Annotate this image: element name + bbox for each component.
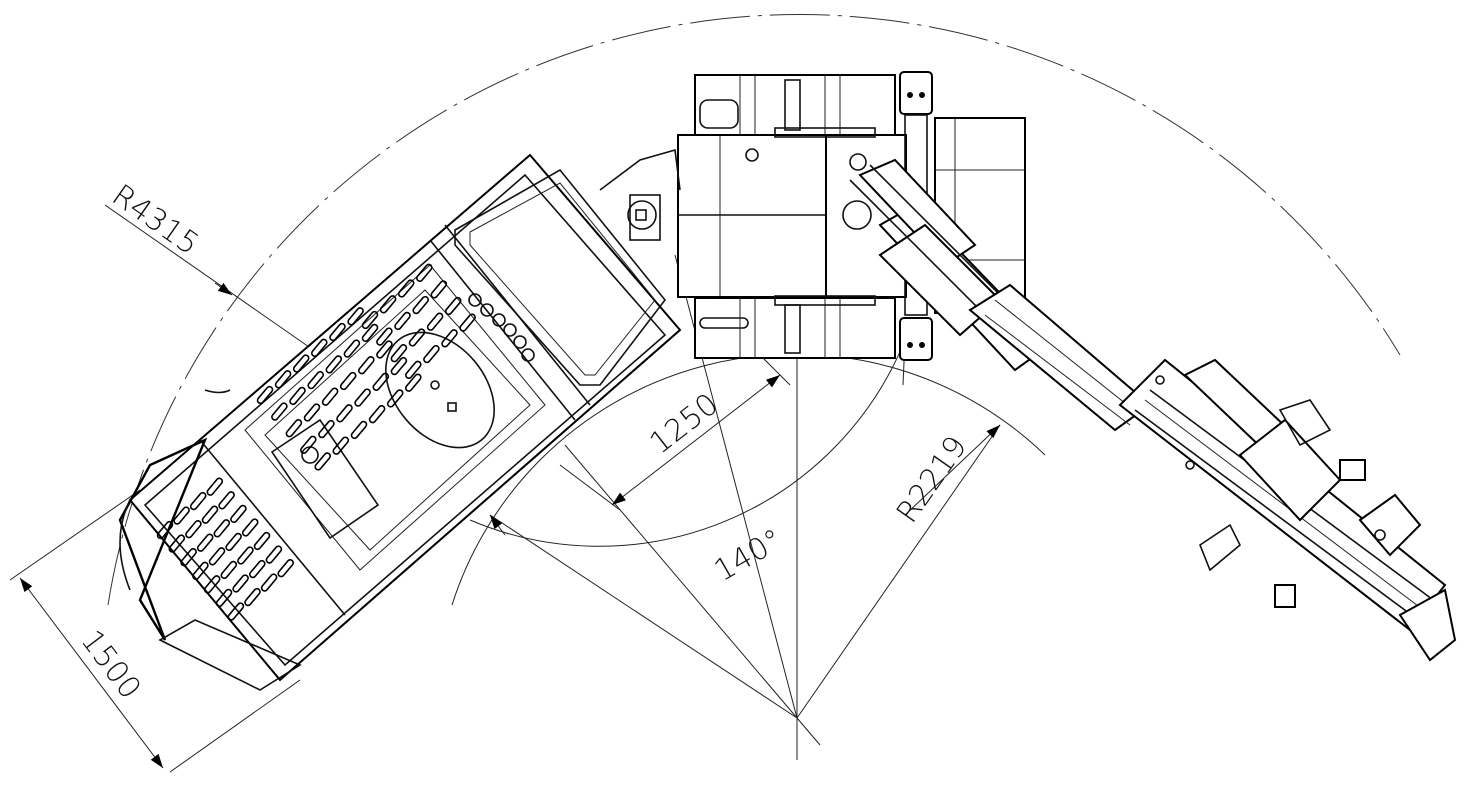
slot [416,263,433,282]
slot [412,295,429,315]
slot [274,370,292,389]
slot [206,477,224,496]
slot [372,372,390,391]
slot [361,310,379,330]
slot [208,547,226,566]
slot [332,436,350,455]
slot [192,561,209,580]
slot [314,452,331,471]
slot [213,519,231,538]
slot [390,344,408,363]
slot [441,329,458,348]
slot [196,533,214,552]
dim-angle: 140° [489,514,789,589]
slot [215,588,233,608]
slot [347,307,364,326]
slot [203,575,221,594]
outer-turning-arc [107,14,1401,606]
slot [376,340,393,359]
slot [277,559,294,578]
turning-radius-arcs [107,14,1401,606]
slot [227,602,245,621]
slot [339,371,357,391]
slot [201,505,219,524]
slot [459,313,476,332]
slot [185,520,202,539]
slot [358,356,375,375]
slot [394,311,411,331]
slot [361,323,379,343]
slot [289,386,306,406]
dim-outer-radius-label: R4315 [105,178,205,262]
slot [189,491,207,511]
slot [325,355,343,374]
slot [173,506,190,525]
slot [311,338,328,357]
slot [307,370,324,390]
slot [168,534,186,553]
slot [343,339,361,358]
slot [397,279,415,298]
slot [430,280,448,299]
slot [285,419,303,438]
radius-line-lower [489,514,798,719]
slot [386,389,404,408]
slot [249,559,266,579]
slot [237,546,254,565]
slot [408,328,426,347]
slot [303,403,321,422]
slot [329,322,346,342]
dim-outer-radius: R4315 [104,178,346,373]
slot [244,587,261,607]
slot [241,518,259,537]
ventilation-slots [156,263,476,621]
slot [220,560,238,580]
slot [256,385,274,405]
rear-body [118,153,682,691]
slot [218,491,235,510]
slot [426,312,444,331]
radius-line-left [564,444,798,719]
slot [354,388,371,407]
slot [379,295,397,314]
slot [368,405,386,424]
slot [232,574,249,593]
slot [390,356,408,376]
radius-line-right [796,424,1001,719]
slot [230,504,247,524]
slot [405,360,422,379]
slot [260,573,278,592]
slot [318,419,335,439]
dim-inner-radius: R2219 [890,339,1001,530]
slot [253,531,271,551]
slot [265,545,283,564]
slot [444,296,462,316]
slot [376,327,393,346]
boom [849,158,1457,662]
slot [300,435,317,454]
slot [336,404,353,423]
slot [225,532,242,552]
angle-arc [469,339,906,547]
inner-turning-arc [451,353,1046,606]
slot [156,520,174,540]
slot [405,373,422,392]
slot [292,354,310,373]
slot [180,548,197,567]
slot [350,420,368,440]
slot [423,344,440,364]
slot [271,402,288,421]
radius-line-far [796,717,821,746]
slot [321,387,339,406]
